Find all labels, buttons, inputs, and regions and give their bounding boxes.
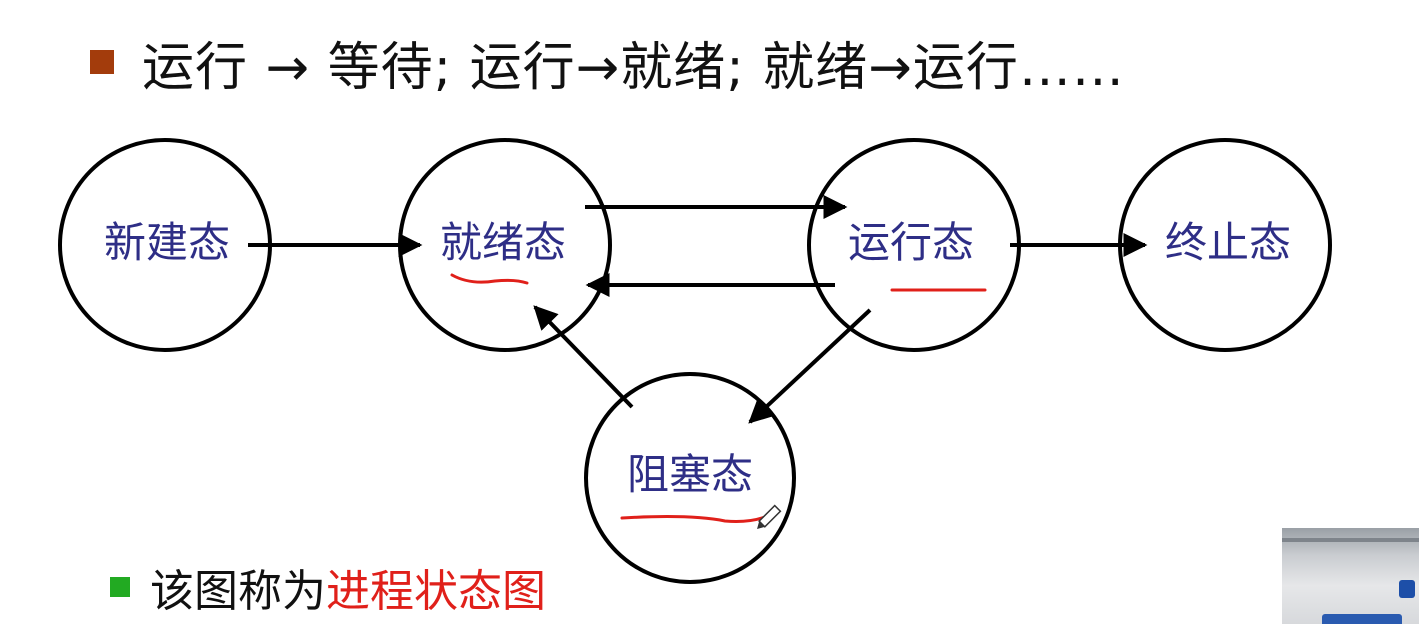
caption-highlight: 进程状态图	[326, 566, 546, 617]
caption-prefix: 该图称为	[150, 566, 326, 617]
node-terminated: 终止态	[1120, 140, 1330, 350]
edge-running-to-blocked	[750, 310, 870, 422]
square-bullet-icon	[110, 577, 130, 597]
node-running: 运行态	[809, 140, 1019, 350]
edge-blocked-to-ready	[535, 307, 632, 407]
caption: 该图称为进程状态图	[110, 552, 546, 622]
node-label-blocked: 阻塞态	[627, 450, 753, 499]
underline-blocked	[622, 517, 765, 522]
node-label-running: 运行态	[848, 218, 974, 267]
node-blocked: 阻塞态	[586, 374, 794, 582]
edges	[248, 207, 1145, 422]
video-thumbnail[interactable]	[1282, 528, 1419, 624]
node-ready: 就绪态	[400, 140, 610, 350]
caption-text: 该图称为进程状态图	[150, 555, 546, 619]
node-label-ready: 就绪态	[440, 218, 566, 267]
node-new: 新建态	[60, 140, 270, 350]
node-label-new: 新建态	[104, 218, 230, 267]
node-label-terminated: 终止态	[1165, 218, 1291, 267]
underline-ready	[452, 275, 527, 283]
